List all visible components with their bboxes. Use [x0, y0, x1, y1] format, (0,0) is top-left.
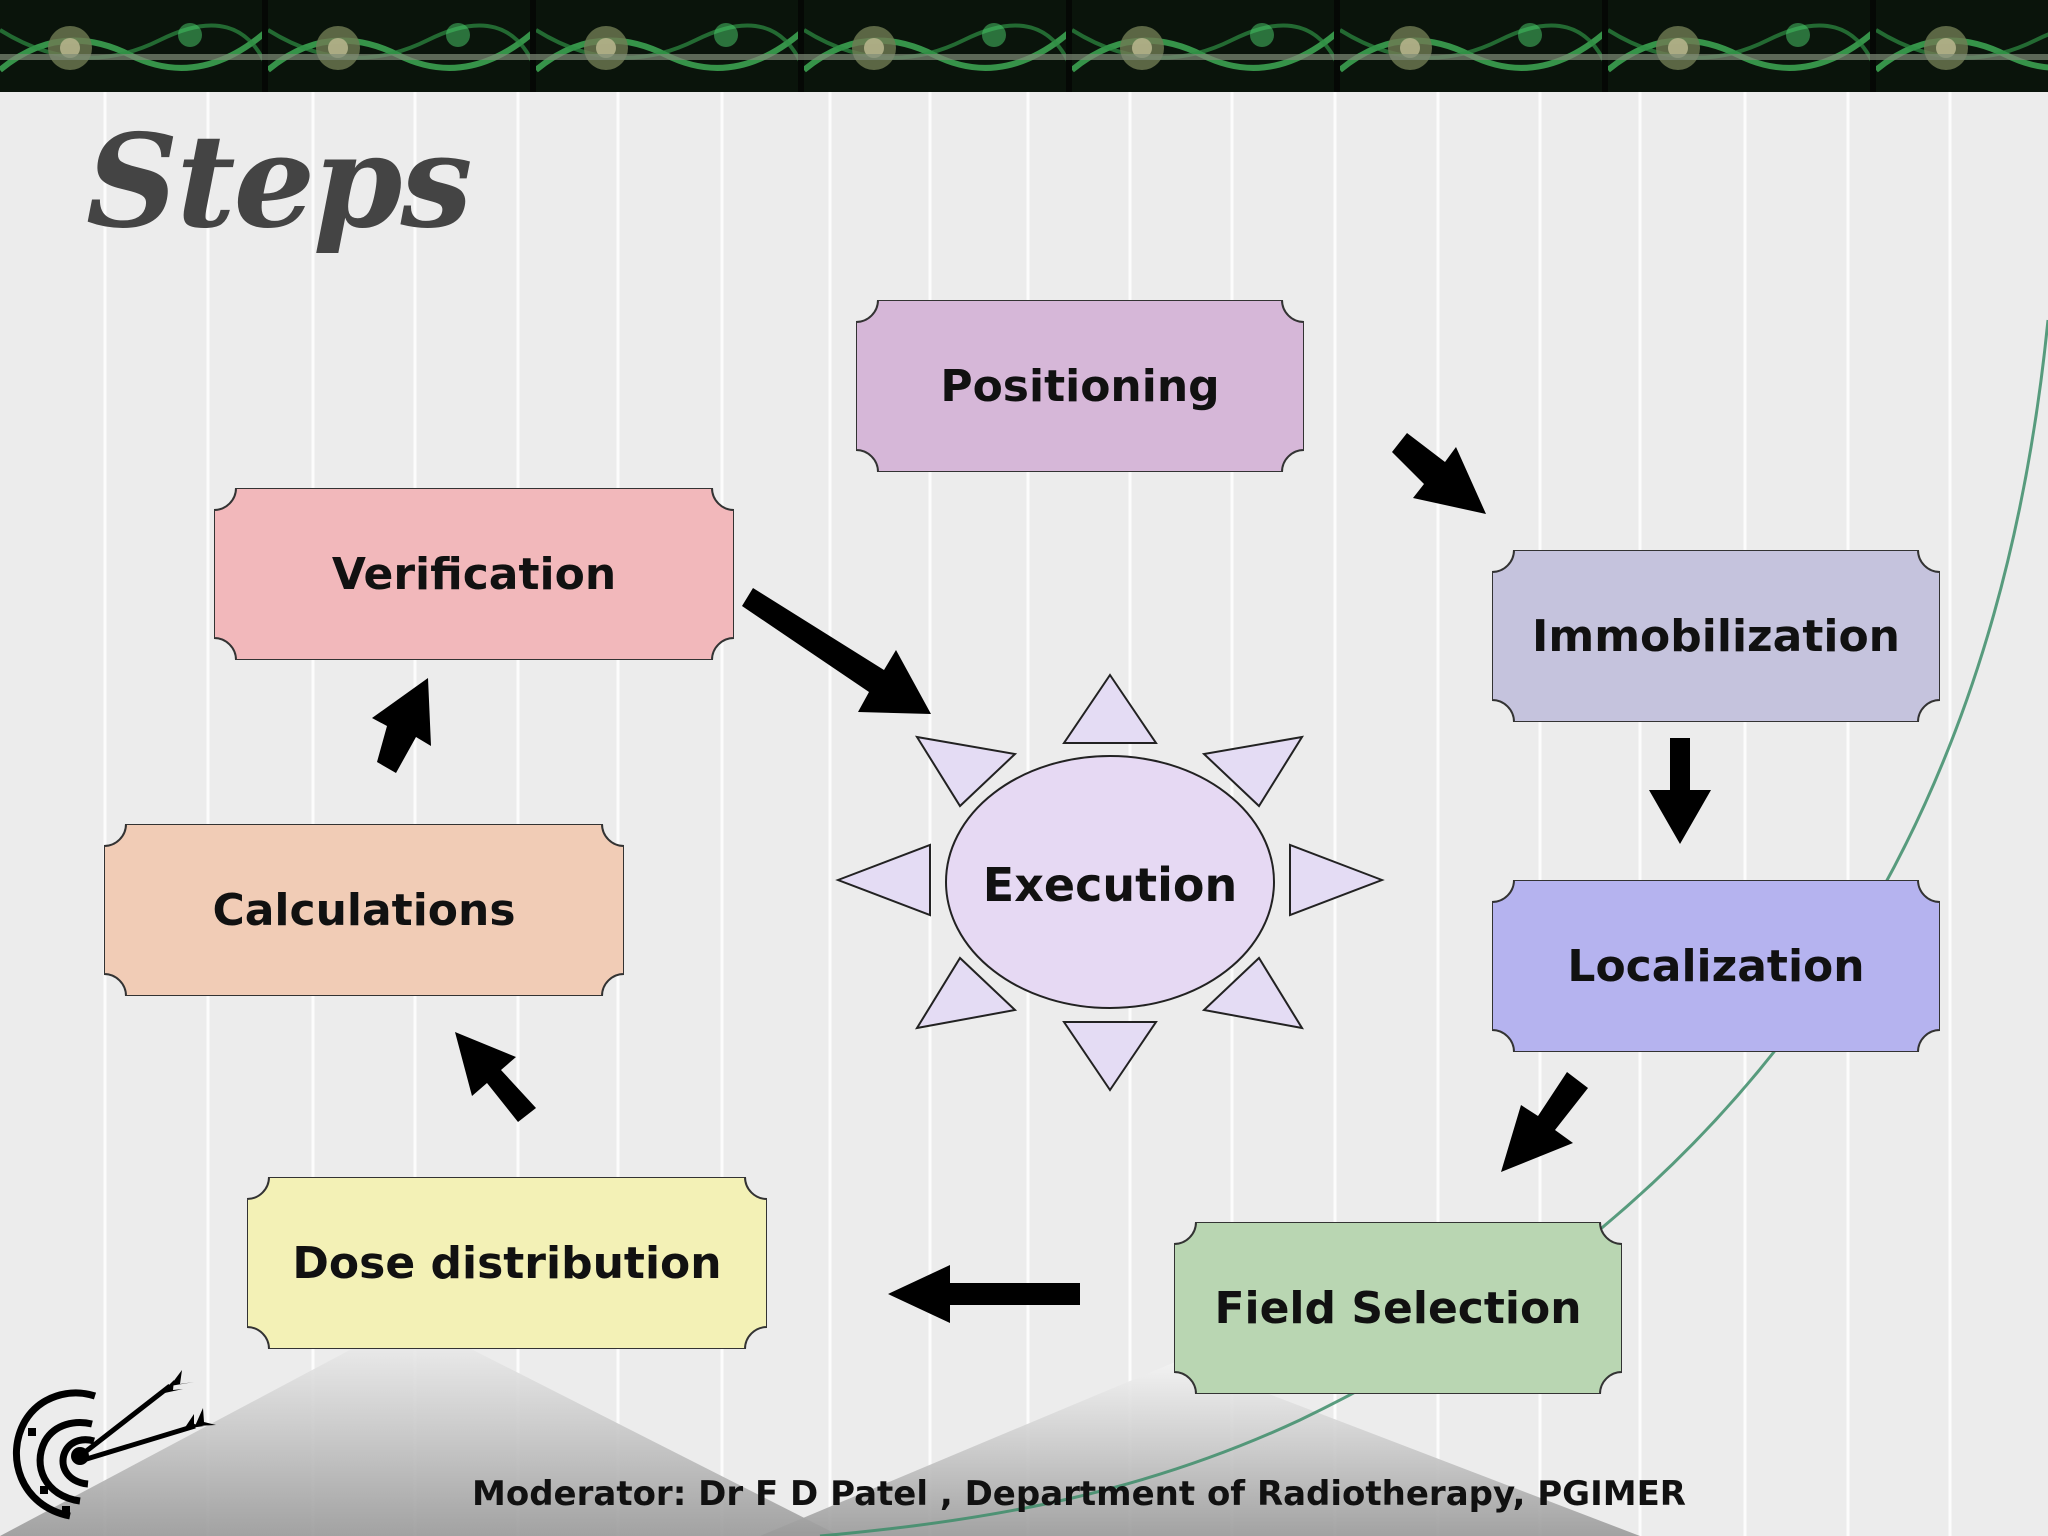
step-calculations: Calculations: [104, 824, 624, 996]
arrow-verification-to-execution: [742, 588, 931, 714]
header-banner: [0, 0, 2048, 92]
step-label: Field Selection: [1214, 1282, 1582, 1334]
step-label: Dose distribution: [292, 1237, 722, 1289]
arrow-immobilization-to-localization: [1649, 738, 1711, 844]
step-label: Positioning: [940, 360, 1220, 412]
step-localization: Localization: [1492, 880, 1940, 1052]
execution-label: Execution: [982, 858, 1238, 912]
arrow-positioning-to-immobilization: [1392, 433, 1486, 514]
footer-credit: Moderator: Dr F D Patel , Department of …: [472, 1474, 1686, 1514]
step-label: Localization: [1567, 940, 1865, 992]
execution-ellipse: [945, 755, 1275, 1009]
step-dose-distribution: Dose distribution: [247, 1177, 767, 1349]
slide-title: Steps: [86, 107, 473, 257]
target-arrows-icon: [13, 1370, 216, 1520]
step-verification: Verification: [214, 488, 734, 660]
step-label: Immobilization: [1531, 610, 1900, 662]
step-positioning: Positioning: [856, 300, 1304, 472]
arrow-dose-distribution-to-calculations: [455, 1032, 536, 1122]
arrow-field-selection-to-dose-distribution: [888, 1265, 1080, 1323]
step-label: Verification: [331, 548, 617, 600]
arrow-localization-to-field-selection: [1501, 1072, 1588, 1172]
execution-sun-rays: [835, 673, 1385, 1092]
step-field-selection: Field Selection: [1174, 1222, 1622, 1394]
step-immobilization: Immobilization: [1492, 550, 1940, 722]
arrow-calculations-to-verification: [372, 678, 431, 773]
step-label: Calculations: [212, 884, 516, 936]
